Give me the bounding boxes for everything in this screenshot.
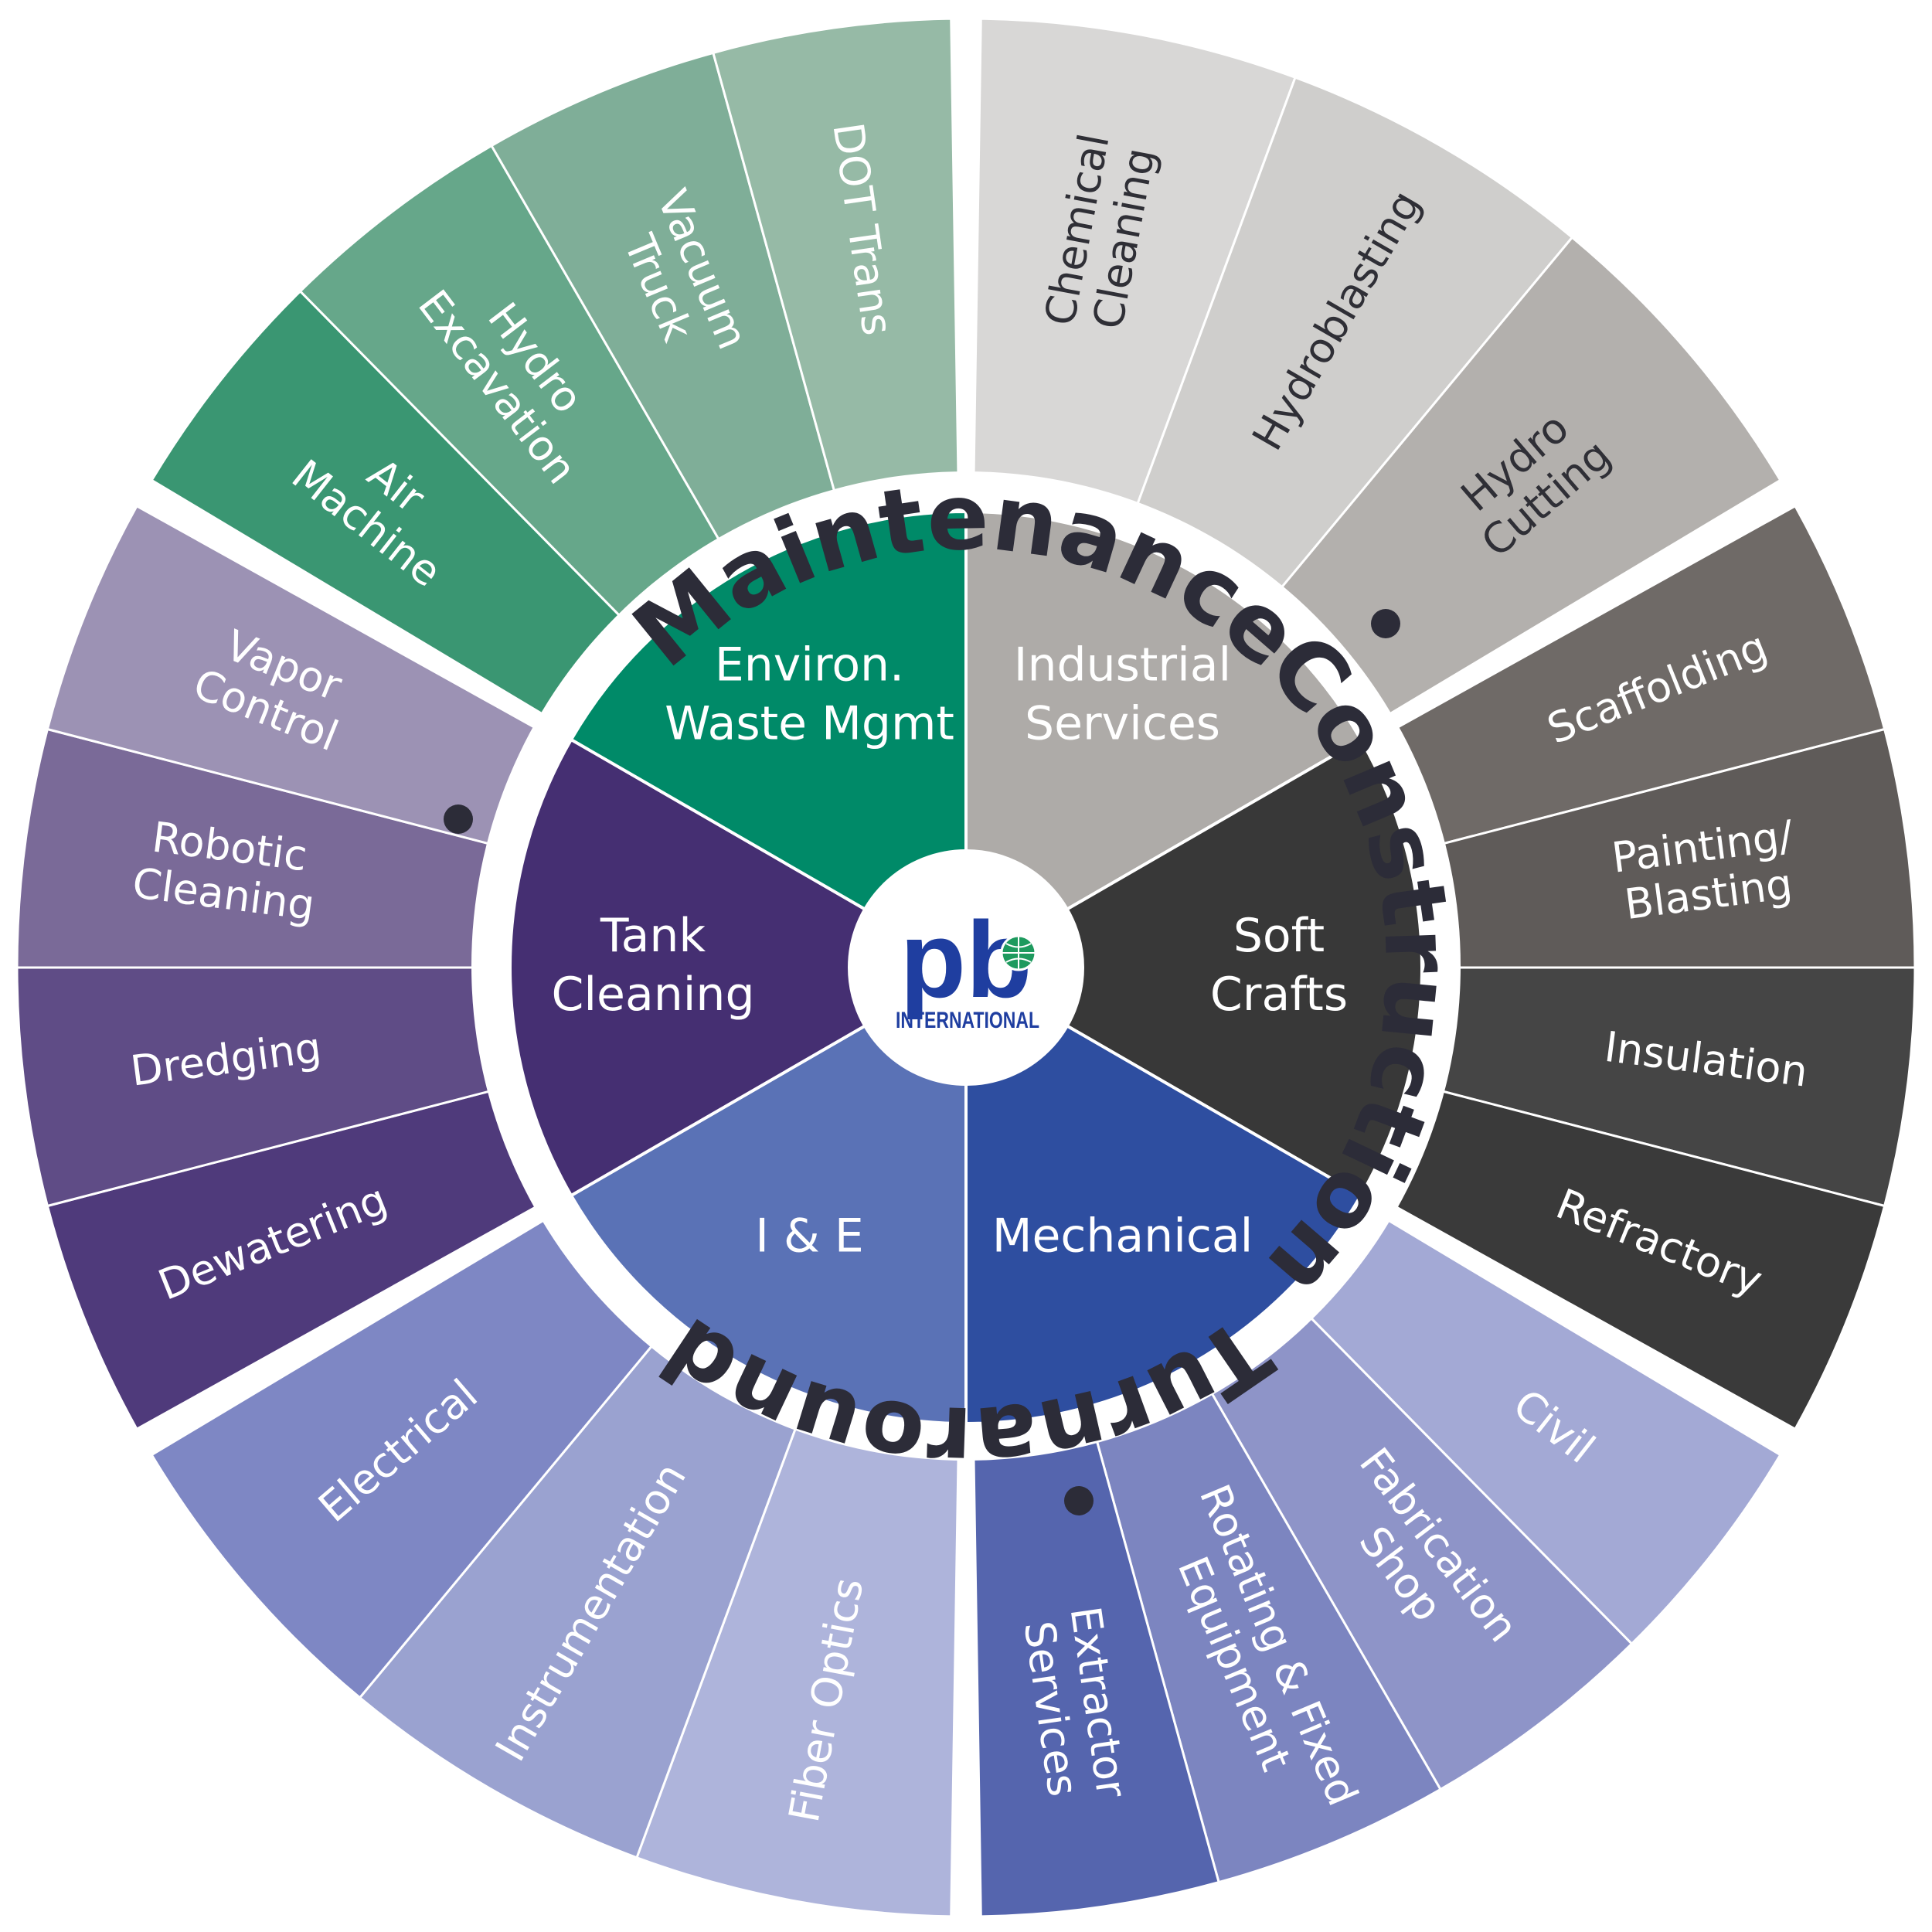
category-industrial[interactable] [964, 509, 1363, 971]
separator-dot [1371, 609, 1400, 638]
category-label-mechanical-line: Mechanical [992, 1209, 1253, 1263]
separator-dots [444, 609, 1400, 1515]
category-environ[interactable] [569, 509, 968, 971]
category-mechanical[interactable] [964, 964, 1363, 1426]
category-label-environ-line: Environ. [715, 638, 904, 692]
category-label-ie-line: I & E [755, 1209, 864, 1263]
category-label-industrial-line: Services [1025, 696, 1220, 750]
logo-badge [848, 849, 1084, 1086]
segment-label-vapor-control: VaporControl [187, 614, 363, 760]
category-tank[interactable] [509, 737, 970, 1198]
category-label-industrial-line: Industrial [1014, 638, 1231, 692]
separator-dot [1064, 1486, 1094, 1515]
category-label-soft-line: Crafts [1210, 968, 1348, 1022]
category-label-soft-line: Soft [1233, 909, 1325, 963]
category-label-mechanical: Mechanical [992, 1209, 1253, 1263]
category-label-tank-line: Cleaning [551, 968, 754, 1022]
category-label-tank-line: Tank [600, 909, 706, 963]
globe-grid-icon [1002, 936, 1036, 970]
center-logo: pb INTERNATIONAL [848, 849, 1084, 1086]
category-soft[interactable] [963, 737, 1423, 1198]
category-label-ie: I & E [755, 1209, 864, 1263]
category-label-environ-line: Waste Mgmt [665, 696, 954, 750]
category-label-environ: Environ.Waste Mgmt [665, 638, 954, 750]
category-ie[interactable] [569, 964, 968, 1426]
segment-label-robotic-cleaning: RoboticCleaning [130, 811, 324, 930]
separator-dot [444, 804, 473, 834]
logo-subtitle: INTERNATIONAL [896, 1008, 1039, 1033]
